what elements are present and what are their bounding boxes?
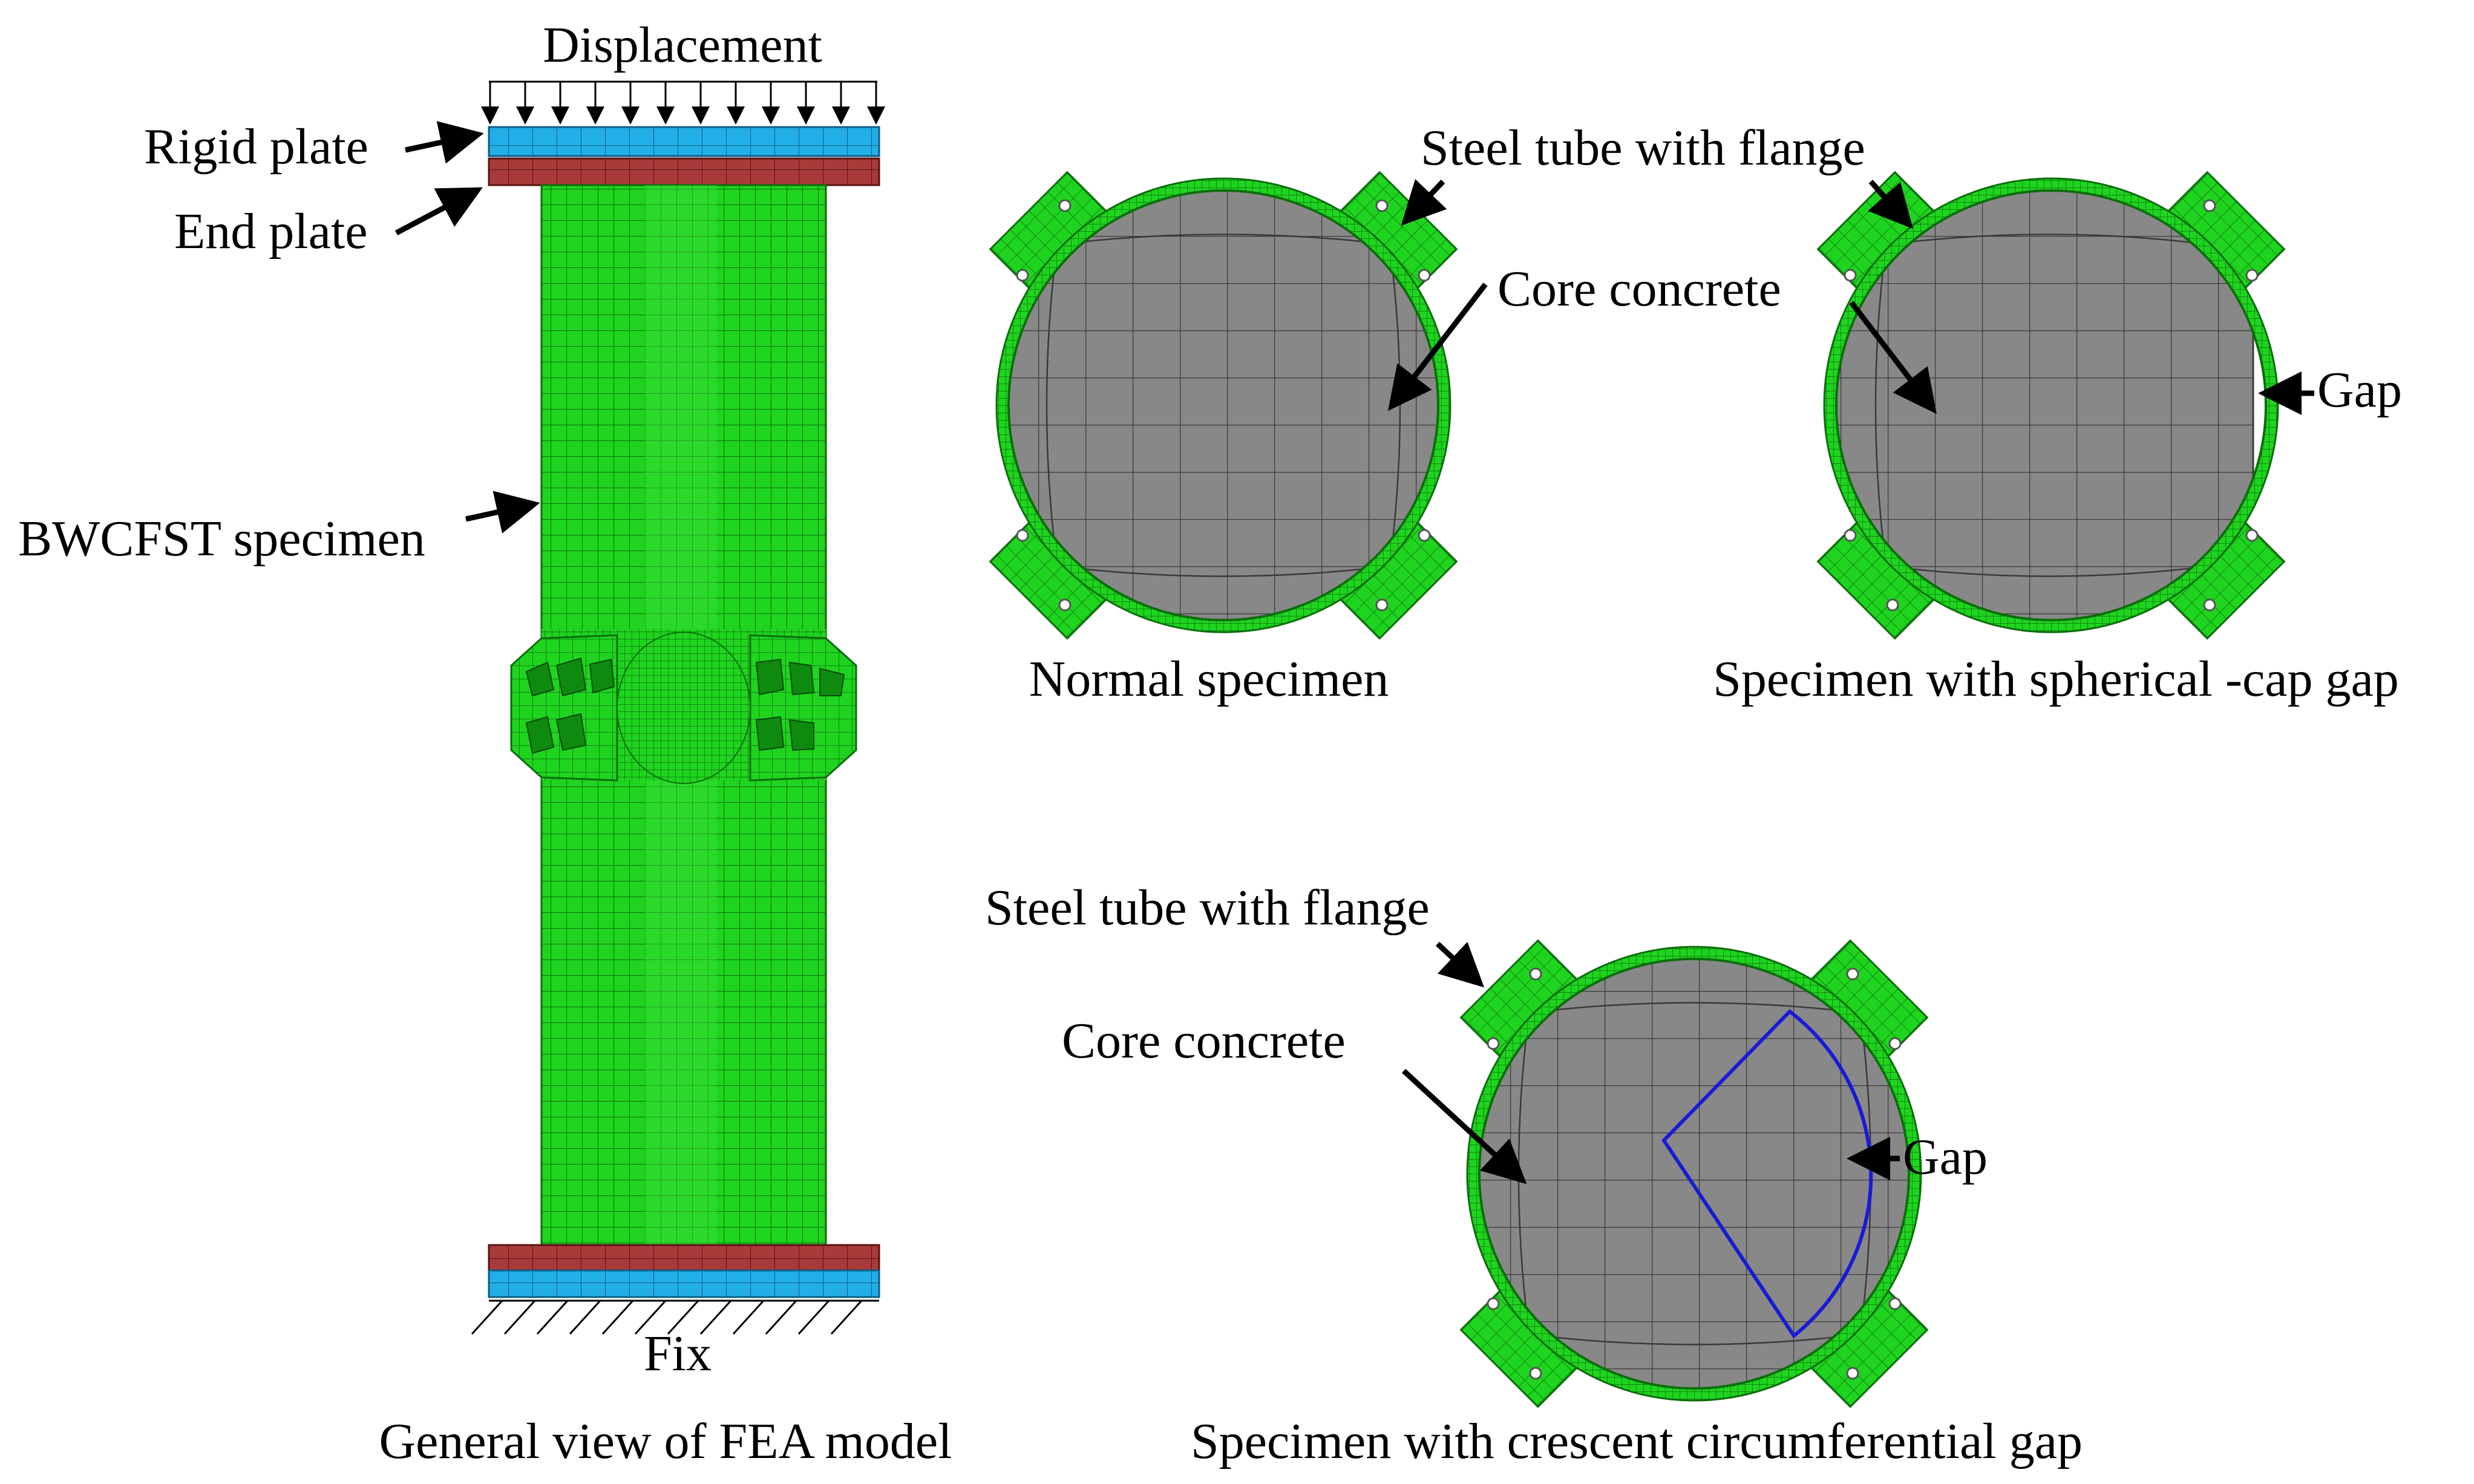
fixed-support-hatch-line <box>667 1299 699 1335</box>
fea-model-caption: General view of FEA model <box>379 1413 952 1469</box>
end-plate-top <box>488 157 880 186</box>
flange-joint-region <box>510 629 857 784</box>
normal-specimen-caption: Normal specimen <box>1029 651 1389 707</box>
fixed-support-hatch-line <box>732 1299 765 1335</box>
spherical-cap-specimen-section: Gap Specimen with spherical -cap gap <box>1713 171 2402 707</box>
specimen-label: BWCFST specimen <box>18 511 425 567</box>
fixed-support-hatch-line <box>699 1299 732 1335</box>
displacement-load-arrows <box>481 80 885 125</box>
normal-specimen-section: Steel tube with flange Core concrete Nor… <box>989 120 1865 707</box>
fix-label: Fix <box>644 1325 712 1382</box>
fixed-support-hatch <box>471 1299 879 1335</box>
fixed-support-hatch-line <box>765 1299 797 1335</box>
rigid-plate-top <box>488 126 880 157</box>
fixed-support-hatch-line <box>797 1299 830 1335</box>
fea-model-view: Displacement Rigid plate End plate BWCFS… <box>18 17 952 1469</box>
tube-label-top: Steel tube with flange <box>1421 120 1865 176</box>
gap-label-crescent: Gap <box>1903 1129 1988 1185</box>
tube-label-bottom: Steel tube with flange <box>985 880 1430 936</box>
end-plate-label: End plate <box>174 203 368 260</box>
rigid-plate-bottom <box>488 1269 880 1298</box>
fixed-support-hatch-line <box>536 1299 569 1335</box>
rigid-plate-label: Rigid plate <box>144 119 368 175</box>
fixed-support-hatch-line <box>634 1299 667 1335</box>
concrete-label-top: Core concrete <box>1497 261 1781 317</box>
gap-label-cap: Gap <box>2317 362 2402 418</box>
concrete-label-bottom: Core concrete <box>1062 1013 1346 1069</box>
core-concrete <box>1479 959 1909 1388</box>
crescent-specimen-caption: Specimen with crescent circumferential g… <box>1191 1413 2083 1469</box>
fixed-support-hatch-line <box>569 1299 601 1335</box>
displacement-label: Displacement <box>543 17 822 73</box>
spherical-cap-caption: Specimen with spherical -cap gap <box>1713 651 2399 707</box>
crescent-specimen-section: Steel tube with flange Core concrete Gap… <box>985 880 2083 1469</box>
core-concrete <box>1009 191 1438 620</box>
bolt-holes <box>1016 199 1431 612</box>
fixed-support-hatch-line <box>471 1299 503 1335</box>
fixed-support-hatch-line <box>601 1299 634 1335</box>
fixed-support-hatch-line <box>830 1299 863 1335</box>
end-plate-bottom <box>488 1244 880 1272</box>
fixed-support-hatch-line <box>503 1299 536 1335</box>
label-arrows-left <box>394 121 540 534</box>
